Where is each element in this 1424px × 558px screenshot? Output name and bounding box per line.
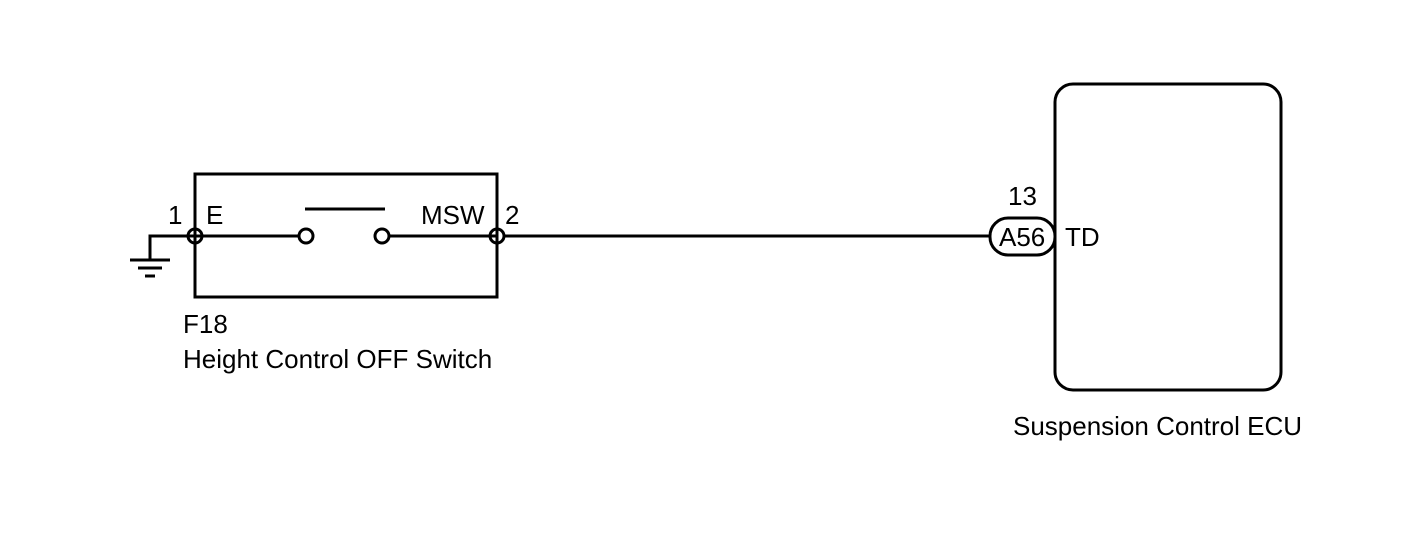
pin1-number: 1 [168,200,182,230]
pin2-name: MSW [421,200,485,230]
ecu-name: Suspension Control ECU [1013,411,1302,441]
switch-contact [195,207,497,245]
ecu-connector-code: A56 [999,222,1045,252]
pin1-name: E [206,200,223,230]
ecu-box [1053,82,1283,392]
switch-connector-code: F18 [183,309,228,339]
ground-symbol [130,234,195,278]
switch-name: Height Control OFF Switch [183,344,492,374]
ecu-pin-name: TD [1065,222,1100,252]
pin1-terminal [186,227,204,245]
pin2-number: 2 [505,200,519,230]
ecu-pin-number: 13 [1008,181,1037,211]
